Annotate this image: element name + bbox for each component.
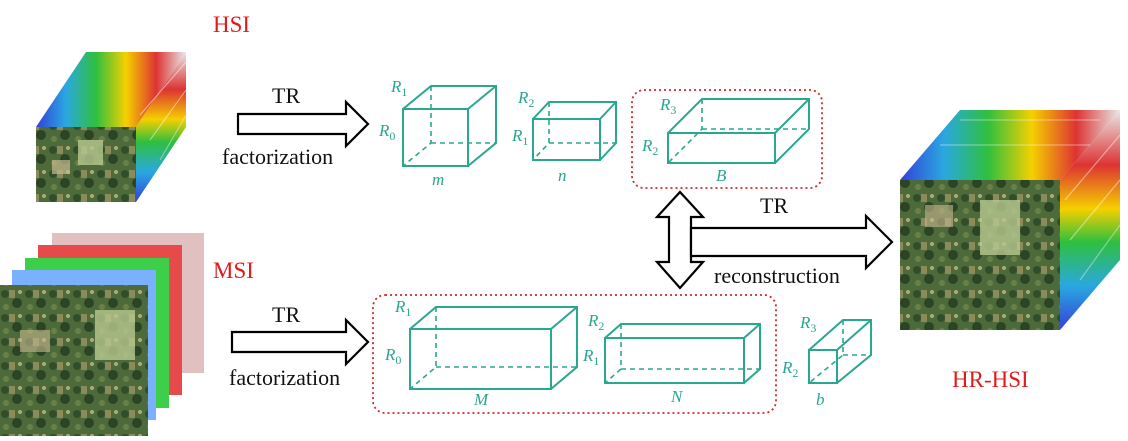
core-bottom-3-left-label: R2	[781, 358, 798, 380]
core-cube-top-1	[402, 85, 497, 167]
core-cube-top-2	[532, 101, 617, 161]
core-top-1-left-label: R0	[378, 121, 395, 143]
core-cube-bottom-3	[808, 319, 872, 384]
tr-label-bottom: TR	[272, 302, 300, 327]
reconstruction-label: reconstruction	[714, 263, 840, 288]
core-top-3-left-label: R2	[641, 136, 658, 158]
bottom-core-group-border	[372, 294, 777, 414]
factorization-label-bottom: factorization	[229, 365, 340, 390]
core-top-2-left-label: R1	[511, 126, 528, 148]
core-top-1-top-label: R1	[390, 77, 407, 99]
core-bottom-1-left-label: R0	[384, 345, 401, 367]
tr-label-right: TR	[760, 193, 788, 218]
core-top-2-top-label: R2	[517, 88, 534, 110]
tr-factorization-arrow-top	[236, 99, 370, 149]
hr-hsi-cube-image	[900, 110, 1121, 330]
core-cube-bottom-1	[409, 306, 578, 390]
hsi-label: HSI	[213, 12, 250, 37]
core-bottom-2-bottom-label: N	[670, 387, 684, 406]
core-top-3-bottom-label: B	[716, 166, 727, 185]
core-bottom-3-bottom-label: b	[816, 390, 825, 409]
tr-factorization-arrow-bottom	[230, 317, 370, 367]
factorization-label-top: factorization	[222, 144, 333, 169]
hsi-cube-image	[36, 52, 187, 202]
top-core-group-border	[631, 89, 823, 189]
core-bottom-2-top-label: R2	[587, 311, 604, 333]
core-cube-bottom-2	[604, 323, 761, 384]
core-bottom-1-bottom-label: M	[473, 390, 489, 409]
vertical-double-arrow	[654, 190, 706, 290]
core-cube-top-3	[667, 98, 810, 164]
hr-hsi-label: HR-HSI	[952, 367, 1029, 392]
msi-label: MSI	[213, 258, 254, 283]
core-bottom-3-top-label: R3	[799, 313, 816, 335]
core-top-2-bottom-label: n	[558, 166, 567, 185]
core-top-3-top-label: R3	[659, 95, 676, 117]
msi-stack-image	[0, 233, 204, 436]
tr-reconstruction-arrow	[689, 213, 894, 271]
core-top-1-bottom-label: m	[432, 170, 444, 189]
tr-label-top: TR	[272, 83, 300, 108]
core-bottom-1-top-label: R1	[394, 297, 411, 319]
core-bottom-2-left-label: R1	[582, 346, 599, 368]
